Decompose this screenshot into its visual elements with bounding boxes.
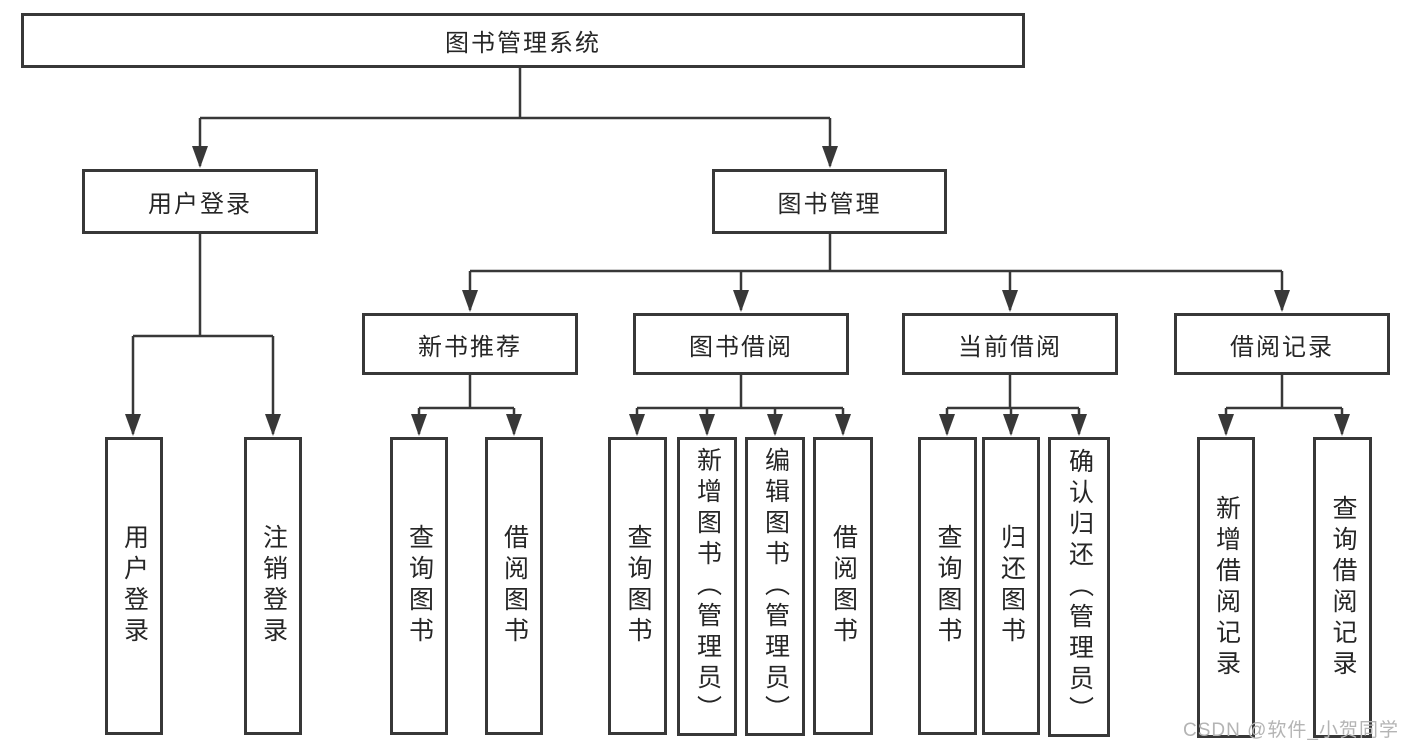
node-label: 归还图书 <box>997 524 1026 648</box>
node-label: 新书推荐 <box>418 333 522 361</box>
node-label: 新增图书（管理员） <box>693 447 722 726</box>
node-current-borrow: 当前借阅 <box>902 313 1118 375</box>
node-label: 注销登录 <box>259 524 288 648</box>
node-label: 确认归还（管理员） <box>1065 447 1094 727</box>
node-label: 借阅图书 <box>500 524 529 648</box>
node-label: 图书管理系统 <box>445 30 601 57</box>
node-label: 查询借阅记录 <box>1329 494 1357 681</box>
node-label: 编辑图书（管理员） <box>761 447 790 726</box>
connector-book-borrow-group <box>637 375 843 410</box>
connector-borrow-records-group <box>1226 375 1342 410</box>
node-library-management-system: 图书管理系统 <box>21 13 1025 68</box>
leaf-add-borrow-record: 新增借阅记录 <box>1197 437 1255 738</box>
node-label: 查询图书 <box>405 524 434 648</box>
leaf-return-book: 归还图书 <box>982 437 1040 735</box>
connector-user-login-group <box>133 234 273 338</box>
node-book-management: 图书管理 <box>712 169 947 234</box>
leaf-borrow-books-2: 借阅图书 <box>813 437 873 735</box>
connector-current-borrow-group <box>947 375 1079 410</box>
leaf-query-books-3: 查询图书 <box>918 437 977 735</box>
node-label: 借阅记录 <box>1230 333 1334 361</box>
node-label: 用户登录 <box>120 524 149 648</box>
node-label: 图书管理 <box>777 191 882 218</box>
leaf-edit-book-admin: 编辑图书（管理员） <box>745 437 805 736</box>
leaf-borrow-books-1: 借阅图书 <box>485 437 543 735</box>
connector-new-book-group <box>419 375 514 410</box>
node-label: 图书借阅 <box>689 333 793 361</box>
leaf-query-books-2: 查询图书 <box>608 437 667 735</box>
node-book-borrow: 图书借阅 <box>633 313 849 375</box>
node-label: 新增借阅记录 <box>1212 494 1241 681</box>
connector-book-management-group <box>470 233 1282 273</box>
leaf-logout: 注销登录 <box>244 437 302 735</box>
connector-root-to-level2 <box>200 68 830 120</box>
node-label: 查询图书 <box>934 524 962 648</box>
node-borrow-records: 借阅记录 <box>1174 313 1390 375</box>
node-label: 当前借阅 <box>958 333 1062 361</box>
node-user-login: 用户登录 <box>82 169 318 234</box>
node-label: 借阅图书 <box>829 524 858 648</box>
leaf-query-borrow-record: 查询借阅记录 <box>1313 437 1372 738</box>
node-label: 用户登录 <box>148 191 252 218</box>
leaf-add-book-admin: 新增图书（管理员） <box>677 437 737 736</box>
node-new-book-recommend: 新书推荐 <box>362 313 578 375</box>
node-label: 查询图书 <box>624 524 652 648</box>
leaf-user-login: 用户登录 <box>105 437 163 735</box>
leaf-query-books-1: 查询图书 <box>390 437 448 735</box>
leaf-confirm-return-admin: 确认归还（管理员） <box>1048 437 1110 737</box>
